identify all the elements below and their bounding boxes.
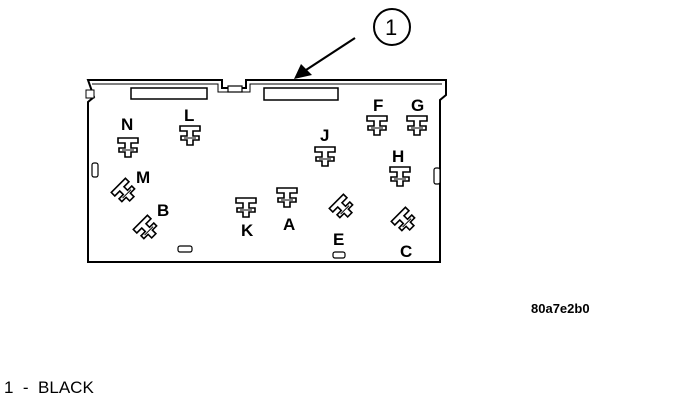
figure-code: 80a7e2b0 bbox=[531, 301, 590, 316]
label-a: A bbox=[283, 215, 295, 234]
label-c: C bbox=[400, 242, 412, 261]
legend-item: 1 - BLACK bbox=[4, 378, 94, 398]
callout-circle bbox=[373, 8, 411, 46]
label-f: F bbox=[373, 96, 383, 115]
label-l: L bbox=[184, 106, 194, 125]
legend-number: 1 bbox=[4, 378, 14, 397]
label-b: B bbox=[157, 201, 169, 220]
label-k: K bbox=[241, 221, 254, 240]
label-m: M bbox=[136, 168, 150, 187]
label-j: J bbox=[320, 126, 329, 145]
top-window-left bbox=[130, 87, 208, 100]
label-h: H bbox=[392, 147, 404, 166]
callout-arrowhead bbox=[294, 64, 312, 79]
connector-body bbox=[86, 79, 447, 263]
legend-separator: - bbox=[22, 378, 29, 397]
label-n: N bbox=[121, 115, 133, 134]
callout-number: 1 bbox=[385, 15, 397, 40]
label-g: G bbox=[411, 96, 424, 115]
callout-arrow-line bbox=[305, 37, 356, 71]
label-e: E bbox=[333, 230, 344, 249]
top-window-right bbox=[263, 87, 339, 101]
legend-text: BLACK bbox=[38, 378, 94, 397]
